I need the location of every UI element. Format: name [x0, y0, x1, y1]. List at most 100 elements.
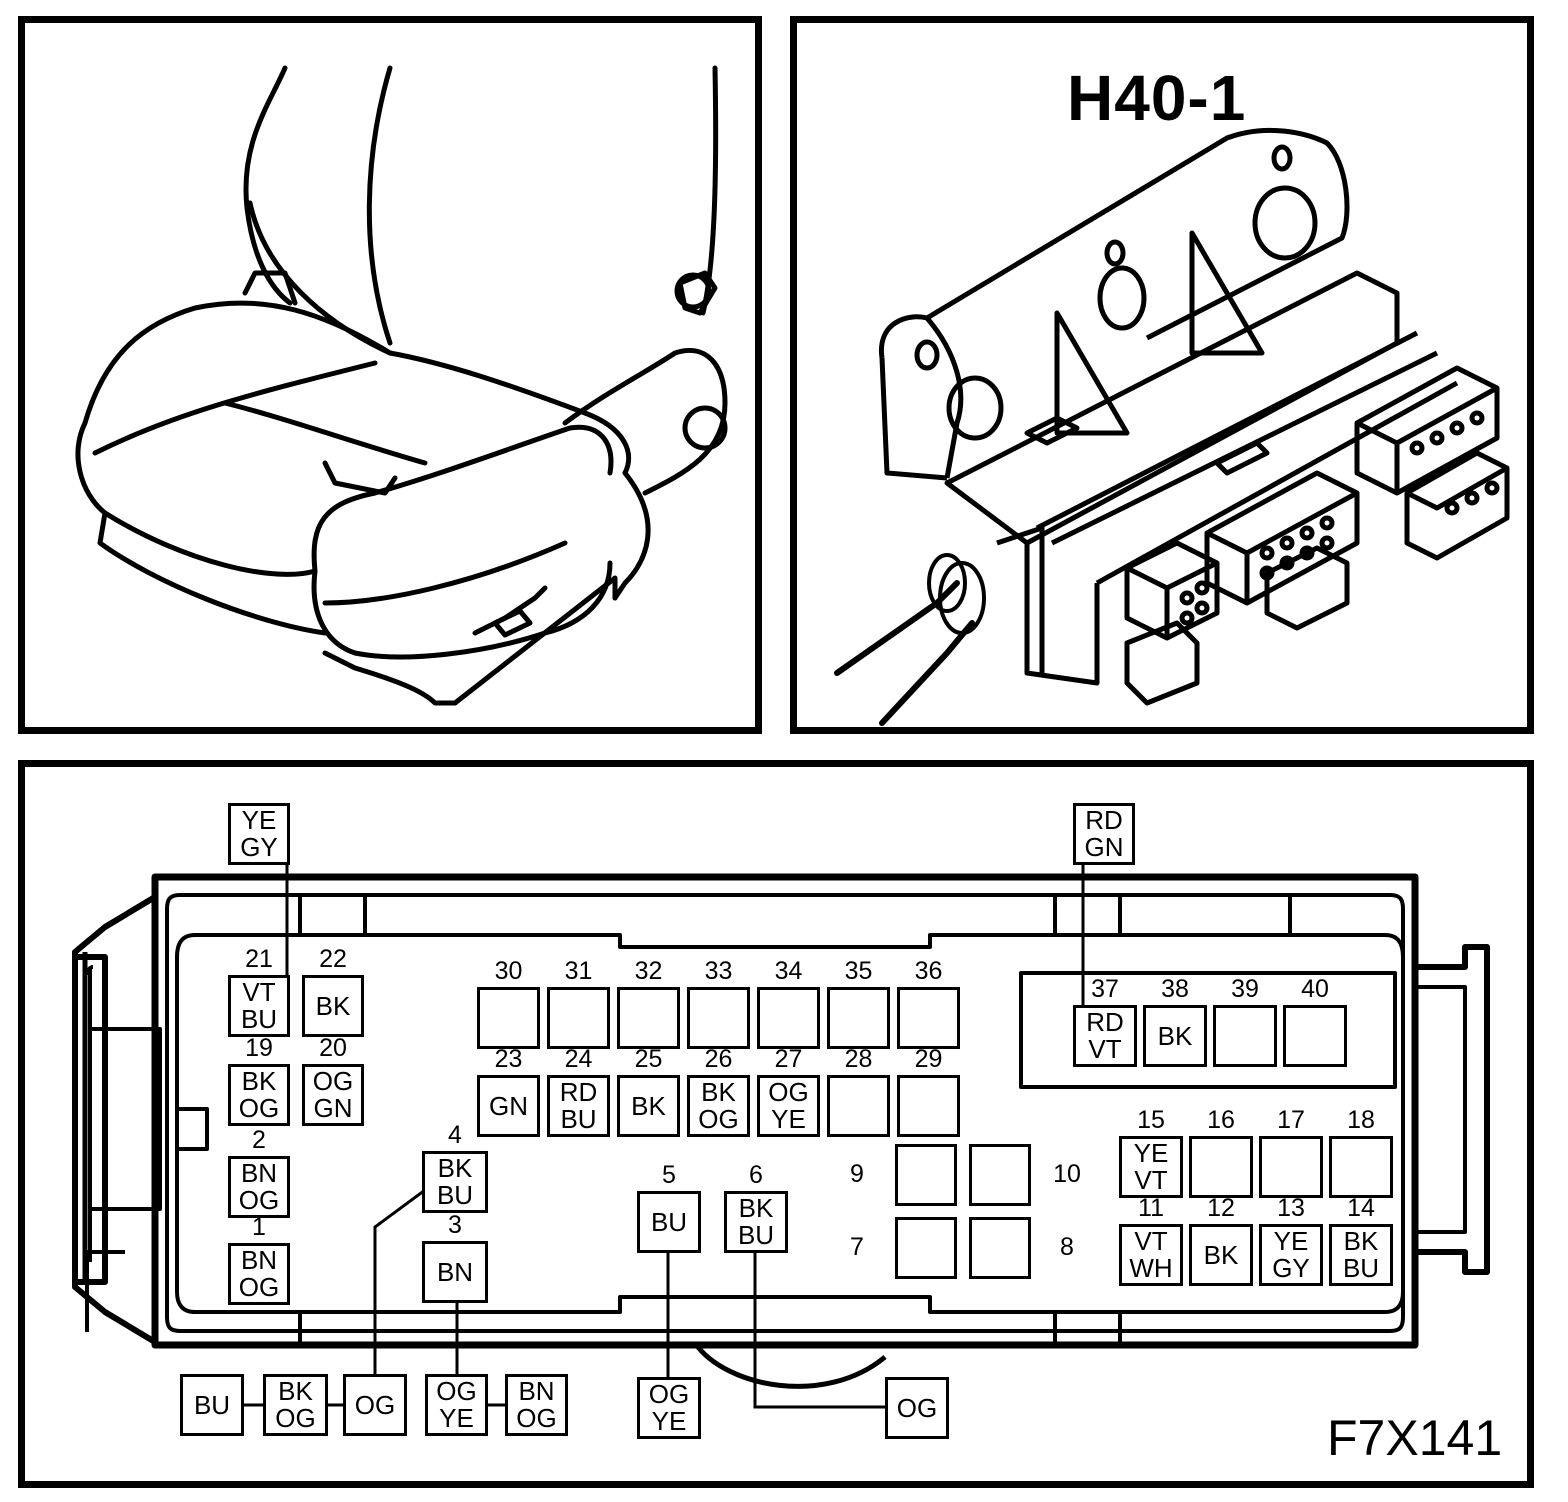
pin-number-29: 29 [914, 1045, 943, 1073]
wire-color-code: OG [896, 1392, 938, 1423]
wire-color-code: BK [437, 1153, 473, 1183]
pin-number-22: 22 [319, 945, 347, 973]
wire-color-code: OG [238, 1272, 280, 1302]
pin-cavity-40 [1283, 1005, 1347, 1067]
wire-color-code: BK [738, 1193, 774, 1223]
wire-color-code: BN [240, 1245, 278, 1275]
wire-color-code: BK [241, 1066, 277, 1096]
connector-face-outline [72, 863, 1490, 1409]
wire-label: OG [885, 1377, 949, 1439]
wire-color-code: WH [1129, 1253, 1173, 1283]
pin-cavity-31 [547, 987, 610, 1049]
wire-color-code: BK [315, 990, 351, 1021]
wire-color-code: BU [560, 1104, 597, 1134]
wire-color-code: BK [1343, 1226, 1379, 1256]
wire-color-code: RD [1086, 1007, 1124, 1037]
pin-number-21: 21 [245, 945, 273, 973]
wire-color-code: YE [1133, 1138, 1169, 1168]
figure-id: F7X141 [1327, 1410, 1503, 1466]
pin-number-38: 38 [1161, 975, 1189, 1003]
wire-color-code: YE [771, 1104, 806, 1134]
pin-number-13: 13 [1277, 1194, 1305, 1222]
wire-color-code: OG [768, 1077, 809, 1107]
connector-block-illustration [834, 127, 1510, 726]
pin-number-19: 19 [245, 1034, 273, 1062]
pin-number-9: 9 [850, 1160, 864, 1188]
pin-number-11: 11 [1138, 1194, 1164, 1222]
wire-color-code: OG [312, 1066, 354, 1096]
wire-color-code: BK [278, 1376, 313, 1406]
pin-number-28: 28 [844, 1045, 873, 1073]
pin-number-2: 2 [252, 1126, 266, 1154]
wire-color-code: OG [516, 1403, 557, 1433]
pin-cavity-18 [1329, 1136, 1393, 1198]
wire-color-code: BK [631, 1090, 666, 1121]
wire-color-code: GN [1084, 832, 1124, 862]
pin-cavity-12: BK [1189, 1224, 1253, 1286]
pin-cavity-30 [477, 987, 540, 1049]
pin-cavity-17 [1259, 1136, 1323, 1198]
pin-number-6: 6 [749, 1161, 763, 1189]
wire-color-code: YE [1273, 1226, 1309, 1256]
wire-color-code: OG [354, 1389, 396, 1420]
wire-color-code: YE [651, 1406, 687, 1436]
wire-color-code: OG [436, 1376, 477, 1406]
connector-title: H40-1 [1067, 62, 1247, 134]
wire-color-code: OG [698, 1104, 739, 1134]
wire-color-code: BK [1203, 1239, 1239, 1270]
connector-illustration-panel: H40-1 [790, 16, 1534, 734]
wire-color-code: BU [650, 1206, 688, 1237]
wire-color-code: OG [238, 1185, 280, 1215]
wire-color-code: GY [240, 832, 278, 862]
pin-cavity-8 [969, 1217, 1031, 1279]
pin-number-5: 5 [662, 1161, 676, 1189]
pin-cavity-10 [969, 1144, 1031, 1206]
pin-number-14: 14 [1347, 1194, 1375, 1222]
pin-cavity-34 [757, 987, 820, 1049]
wire-color-code: BU [240, 1004, 278, 1034]
pin-number-34: 34 [774, 957, 803, 985]
wire-color-code: BU [193, 1389, 231, 1420]
pin-number-37: 37 [1091, 975, 1119, 1003]
pin-cavity-28 [827, 1075, 890, 1137]
seat-illustration [75, 65, 728, 706]
wire-color-code: OG [238, 1093, 280, 1123]
pin-number-10: 10 [1053, 1160, 1081, 1188]
pin-number-32: 32 [634, 957, 663, 985]
pin-cavity-3: BN [422, 1241, 488, 1303]
wire-color-code: VT [1088, 1034, 1122, 1064]
pin-cavity-38: BK [1143, 1005, 1207, 1067]
pin-number-40: 40 [1301, 975, 1329, 1003]
wire-color-code: BN [518, 1376, 555, 1406]
pin-number-1: 1 [252, 1213, 266, 1241]
pin-number-4: 4 [448, 1121, 462, 1149]
pin-cavity-35 [827, 987, 890, 1049]
pin-cavity-22: BK [302, 975, 364, 1037]
pin-number-16: 16 [1207, 1106, 1235, 1134]
wire-color-code: BU [737, 1220, 775, 1250]
pin-number-27: 27 [774, 1045, 803, 1073]
wire-color-code: BK [1157, 1020, 1193, 1051]
pin-number-23: 23 [494, 1045, 523, 1073]
pin-cavity-16 [1189, 1136, 1253, 1198]
pin-cavity-32 [617, 987, 680, 1049]
pin-cavity-9 [895, 1144, 957, 1206]
pin-number-25: 25 [634, 1045, 663, 1073]
wire-color-code: VT [1134, 1165, 1168, 1195]
